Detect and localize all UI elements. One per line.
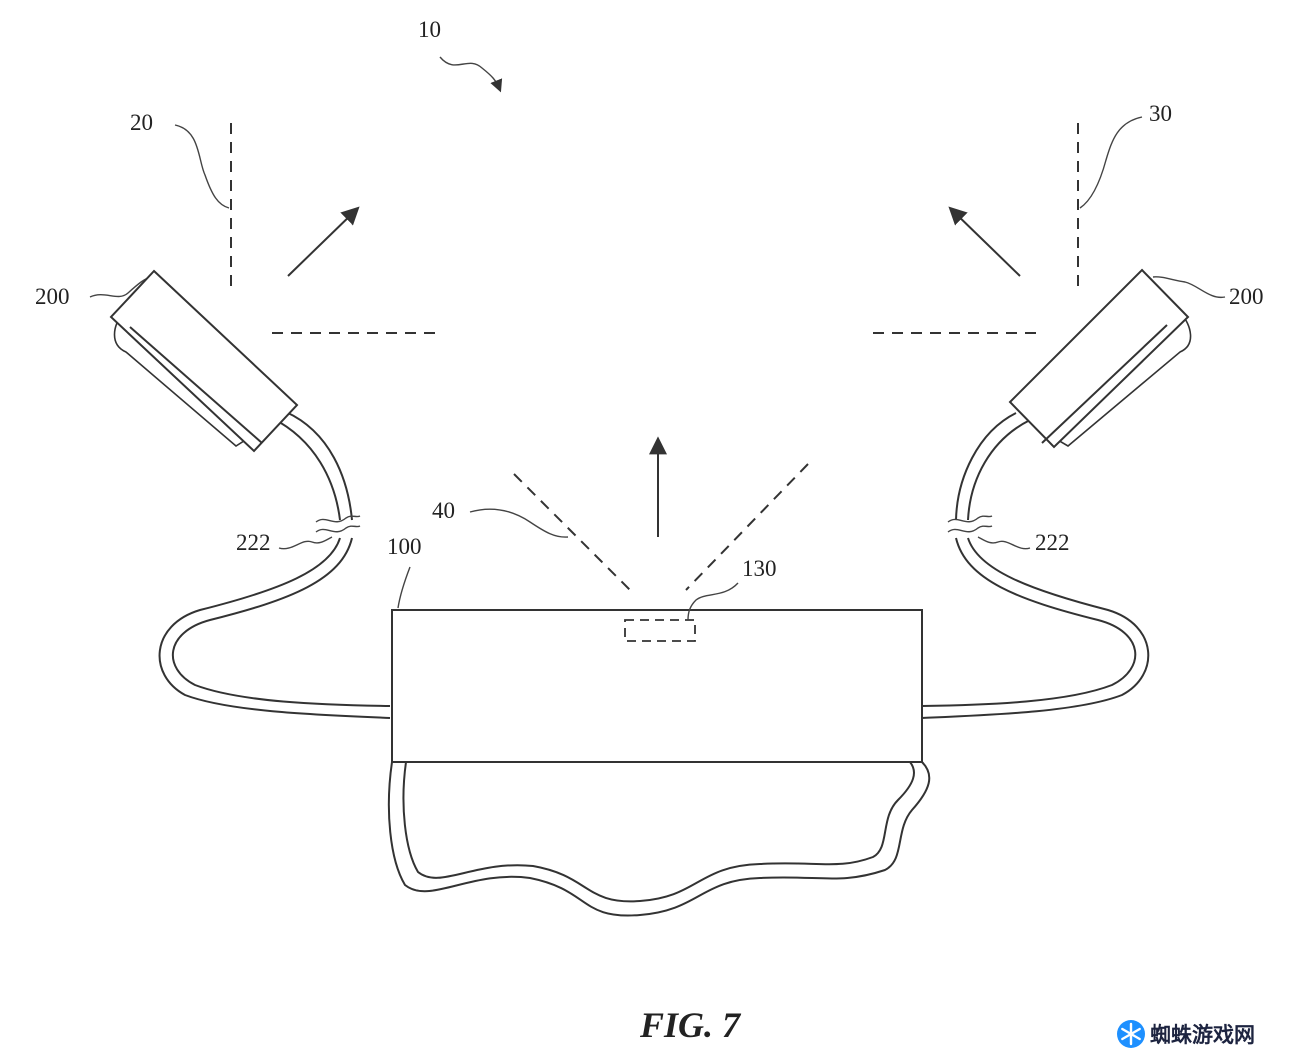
snowflake-icon: [1117, 1020, 1145, 1048]
label-right-cable: 222: [1035, 530, 1070, 555]
right-device: [955, 268, 1192, 521]
label-sensor-window: 130: [742, 556, 777, 581]
label-left-cable: 222: [236, 530, 271, 555]
left-cable-break: [315, 515, 361, 533]
leader-right-device: [1152, 276, 1226, 299]
label-right-plane: 30: [1149, 101, 1172, 126]
center-unit: [387, 609, 931, 917]
leader-left-plane: [174, 124, 230, 209]
leader-system: [439, 56, 503, 93]
leader-sensor-window: [687, 582, 739, 621]
leader-right-cable: [977, 536, 1031, 550]
right-cable-break: [947, 515, 993, 533]
left-projection-arrow: [287, 206, 360, 277]
label-center-unit: 100: [387, 534, 422, 559]
right-projection-arrow: [948, 206, 1021, 277]
watermark-text: 蜘蛛游戏网: [1150, 1023, 1255, 1047]
watermark: 蜘蛛游戏网: [1117, 1020, 1255, 1048]
leader-center-unit: [397, 566, 411, 609]
fov-right-edge: [685, 463, 809, 591]
label-left-plane: 20: [130, 110, 153, 135]
leader-right-plane: [1079, 116, 1143, 209]
figure-caption: FIG. 7: [639, 1005, 742, 1045]
label-right-device: 200: [1229, 284, 1264, 309]
label-field-of-view: 40: [432, 498, 455, 523]
left-device: [109, 269, 353, 521]
fov-left-edge: [513, 473, 631, 591]
leader-field-of-view: [469, 508, 569, 538]
label-system: 10: [418, 17, 441, 42]
right-cable-222: [921, 537, 1150, 719]
label-left-device: 200: [35, 284, 70, 309]
left-cable-222: [158, 537, 391, 719]
sensor-window: [624, 619, 696, 642]
leader-left-cable: [278, 536, 333, 550]
